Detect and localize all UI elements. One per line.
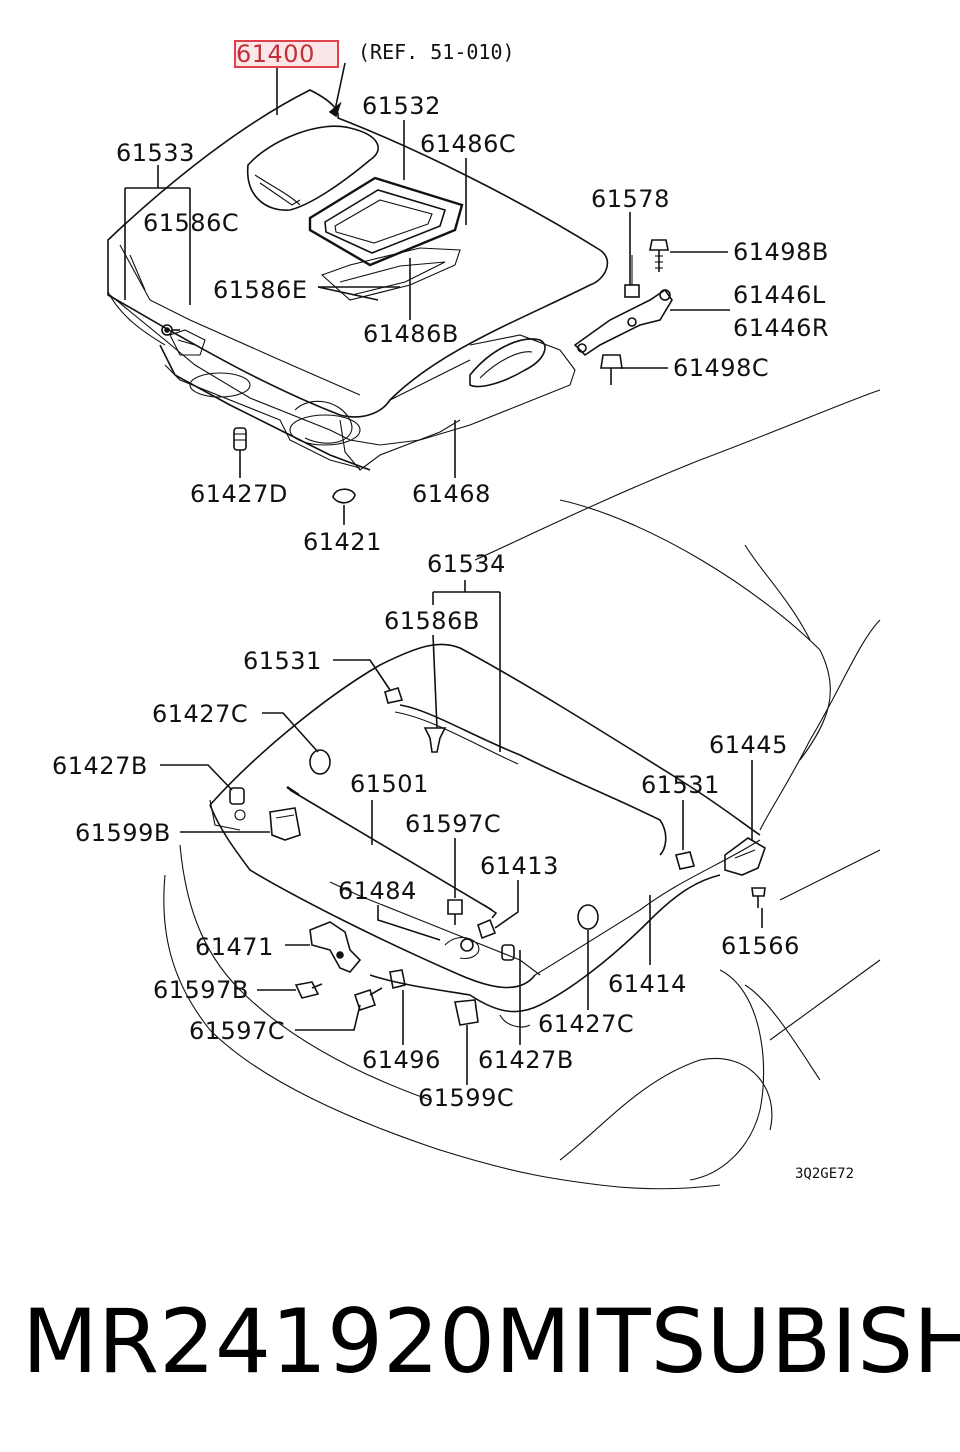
label-61400-highlighted[interactable]: 61400 [234, 40, 339, 68]
label-61566[interactable]: 61566 [721, 932, 800, 960]
label-61446L[interactable]: 61446L [733, 281, 826, 309]
label-61498B[interactable]: 61498B [733, 238, 829, 266]
label-61532[interactable]: 61532 [362, 92, 441, 120]
label-61498C[interactable]: 61498C [673, 354, 770, 382]
label-61599C[interactable]: 61599C [418, 1084, 515, 1112]
label-61599B[interactable]: 61599B [75, 819, 171, 847]
drawing-code: 3Q2GE72 [795, 1166, 855, 1182]
hood-panel-drawing [107, 89, 673, 504]
label-61421[interactable]: 61421 [303, 528, 382, 556]
label-61414[interactable]: 61414 [608, 970, 687, 998]
label-61597C-upper[interactable]: 61597C [405, 810, 502, 838]
label-61496[interactable]: 61496 [362, 1046, 441, 1074]
label-61578[interactable]: 61578 [591, 185, 670, 213]
label-61586B[interactable]: 61586B [384, 607, 480, 635]
label-61427C-lower[interactable]: 61427C [538, 1010, 635, 1038]
label-61531-left[interactable]: 61531 [243, 647, 322, 675]
label-61534[interactable]: 61534 [427, 550, 506, 578]
label-61427B-left[interactable]: 61427B [52, 752, 148, 780]
label-61586E[interactable]: 61586E [213, 276, 308, 304]
car-body-drawing [163, 389, 881, 1190]
label-61533[interactable]: 61533 [116, 139, 195, 167]
label-61486B[interactable]: 61486B [363, 320, 459, 348]
label-61471[interactable]: 61471 [195, 933, 274, 961]
brand-name: MITSUBISHI [495, 1290, 960, 1393]
label-61413[interactable]: 61413 [480, 852, 559, 880]
label-61586C[interactable]: 61586C [143, 209, 240, 237]
label-61427D[interactable]: 61427D [190, 480, 288, 508]
label-61484[interactable]: 61484 [338, 877, 417, 905]
label-61427C-upper[interactable]: 61427C [152, 700, 249, 728]
label-61486C[interactable]: 61486C [420, 130, 517, 158]
label-61427B-lower[interactable]: 61427B [478, 1046, 574, 1074]
label-61501[interactable]: 61501 [350, 770, 429, 798]
upper-leader-lines [124, 62, 730, 525]
lower-leader-lines [160, 580, 763, 1085]
reference-note: (REF. 51-010) [358, 40, 515, 64]
label-61445[interactable]: 61445 [709, 731, 788, 759]
part-number: MR241920 [22, 1290, 495, 1393]
label-61531-right[interactable]: 61531 [641, 771, 720, 799]
label-61597B[interactable]: 61597B [153, 976, 249, 1004]
label-61468[interactable]: 61468 [412, 480, 491, 508]
label-61446R[interactable]: 61446R [733, 314, 830, 342]
label-61597C-lower[interactable]: 61597C [189, 1017, 286, 1045]
